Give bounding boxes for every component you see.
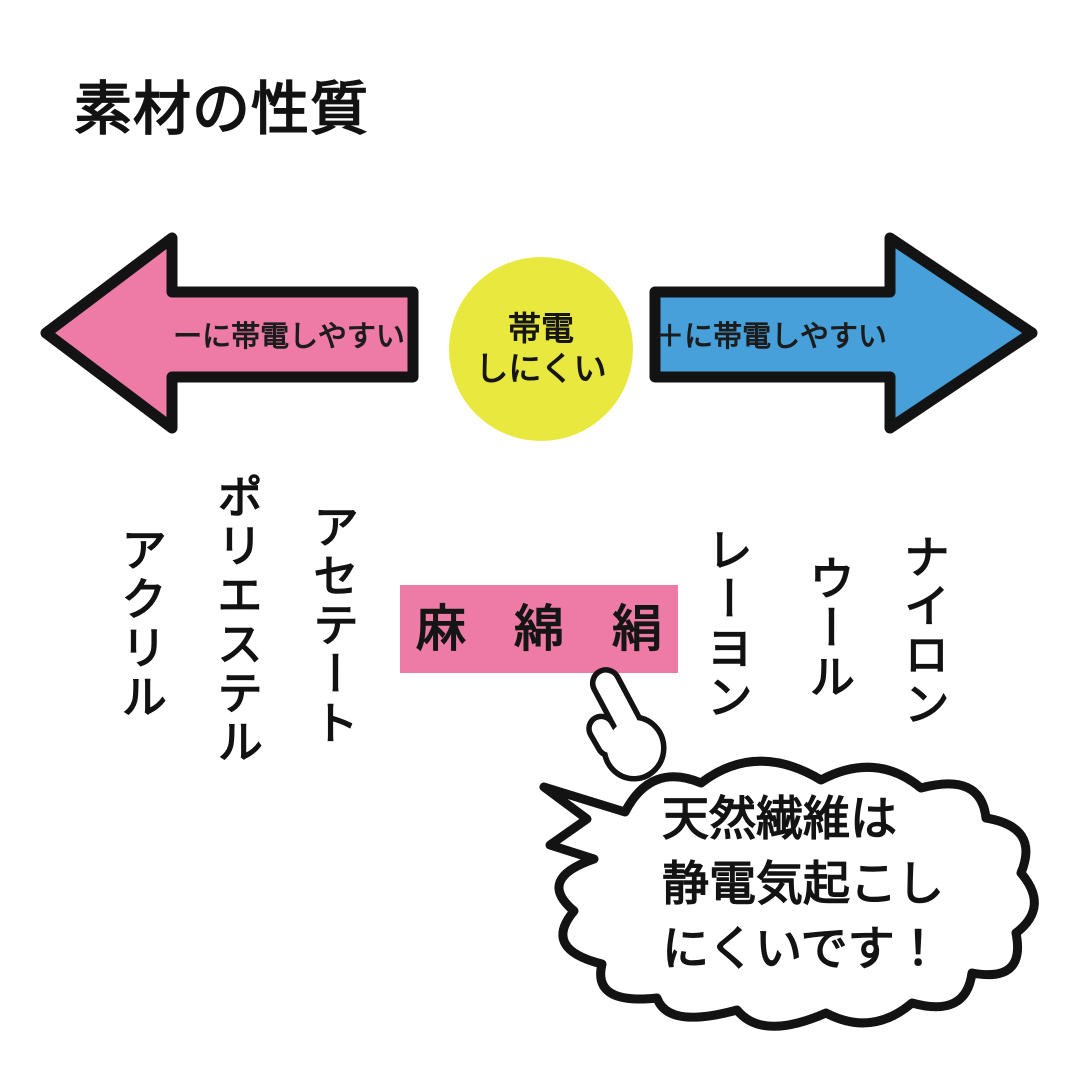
- charge-axis-graphic: [40, 232, 1038, 441]
- page-title: 素材の性質: [74, 77, 370, 142]
- neutral-circle-label: 帯電 しにくい: [449, 296, 633, 402]
- neutral-materials-box: 麻 綿 絹: [400, 585, 678, 673]
- cloud-outline: [539, 756, 1039, 1031]
- material-acrylic: アクリル: [114, 526, 167, 722]
- pointing-hand-icon: [586, 667, 667, 782]
- material-rayon: レーヨン: [700, 526, 753, 722]
- material-hemp: 麻: [416, 601, 466, 657]
- material-acetate: アセテート: [306, 503, 359, 748]
- material-cotton: 綿: [514, 601, 564, 657]
- callout-line3: にくいです！: [662, 922, 942, 975]
- callout-text: 天然繊維は 静電気起こし にくいです！: [662, 786, 992, 981]
- material-polyester: ポリエステル: [210, 473, 263, 767]
- callout-line1: 天然繊維は: [662, 792, 897, 845]
- material-silk: 絹: [612, 601, 662, 657]
- negative-arrow-icon: [40, 232, 419, 434]
- neutral-circle-label-line2: しにくい: [475, 350, 607, 387]
- material-wool: ウール: [802, 555, 855, 702]
- material-nylon: ナイロン: [897, 533, 950, 729]
- positive-arrow-label: ＋に帯電しやすい: [655, 321, 887, 353]
- callout-line2: 静電気起こし: [662, 857, 944, 910]
- neutral-circle-label-line1: 帯電: [508, 310, 574, 347]
- speech-bubble-cloud: [539, 756, 1039, 1031]
- neutral-circle-icon: [449, 257, 633, 441]
- positive-arrow-icon: [649, 232, 1038, 434]
- negative-arrow-label: ーに帯電しやすい: [173, 321, 405, 353]
